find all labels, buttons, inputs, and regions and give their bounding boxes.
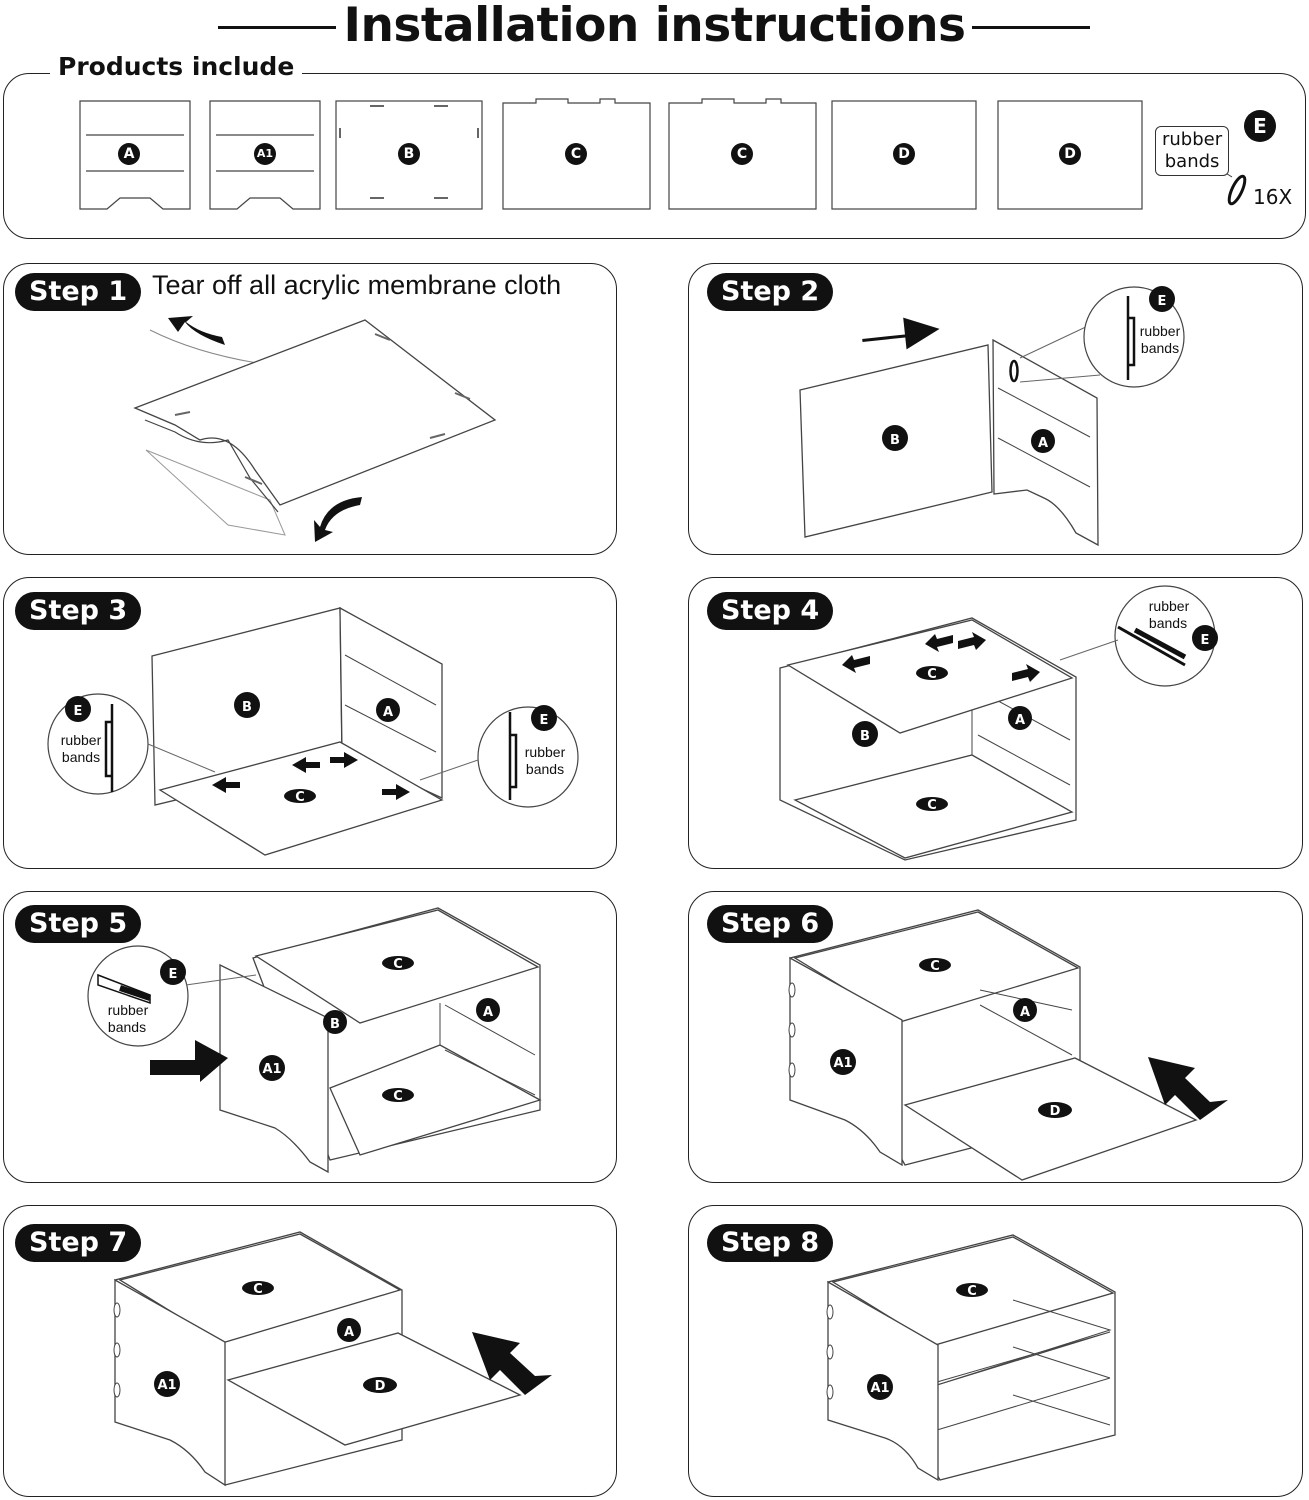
title-rule-left <box>218 26 336 29</box>
letter-a: A <box>483 1005 493 1020</box>
callout-line2: bands <box>108 1019 146 1035</box>
callout-badge: E <box>1201 633 1210 648</box>
callout-line1: rubber <box>1140 323 1181 339</box>
callout-line1: rubber <box>108 1002 149 1018</box>
letter-c-bottom: C <box>927 798 937 813</box>
letter-b: B <box>242 700 252 715</box>
step-5-label: Step 5 <box>15 905 142 943</box>
part-badge-c1: C <box>565 143 587 165</box>
step-2-label: Step 2 <box>707 273 834 311</box>
push-arrow <box>150 1040 228 1082</box>
letter-c: C <box>967 1284 977 1299</box>
letter-a: A <box>344 1325 354 1340</box>
peel-arrow-top <box>168 316 225 345</box>
letter-a: A <box>1015 713 1025 728</box>
letter-a1: A1 <box>157 1378 176 1393</box>
step-3-label: Step 3 <box>15 592 142 630</box>
callout-left-line2: bands <box>62 749 100 765</box>
callout-left-line1: rubber <box>61 732 102 748</box>
rubber-label-line2: bands <box>1164 151 1220 172</box>
part-badge-c2: C <box>731 143 753 165</box>
rubber-band-count: 16X <box>1253 185 1293 209</box>
letter-a1: A1 <box>870 1381 889 1396</box>
letter-a: A <box>1038 436 1048 451</box>
push-arrow <box>1148 1057 1228 1120</box>
callout-line2: bands <box>1141 340 1179 356</box>
step-1-label: Step 1 <box>15 273 142 311</box>
callout-badge: E <box>169 967 178 982</box>
step-1-caption: Tear off all acrylic membrane cloth <box>152 270 562 300</box>
rubber-bands-label: rubber bands <box>1155 126 1230 176</box>
part-badge-a1: A1 <box>254 143 276 165</box>
letter-c: C <box>295 790 305 805</box>
letter-a1: A1 <box>262 1062 281 1077</box>
title-rule-right <box>972 26 1090 29</box>
letter-b: B <box>890 433 900 448</box>
push-arrow <box>862 317 940 350</box>
step-6-label: Step 6 <box>707 905 834 943</box>
part-badge-e: E <box>1244 110 1276 142</box>
part-badge-a: A <box>118 143 140 165</box>
step-7-label: Step 7 <box>15 1224 142 1262</box>
step-8-label: Step 8 <box>707 1224 834 1262</box>
rubber-band-icon <box>1227 174 1247 206</box>
part-badge-d2: D <box>1059 143 1081 165</box>
letter-d: D <box>375 1379 386 1394</box>
letter-c-top: C <box>393 957 403 972</box>
letter-a: A <box>1020 1005 1030 1020</box>
peel-arrow-bottom <box>314 497 362 542</box>
letter-a1: A1 <box>833 1056 852 1071</box>
rubber-label-line1: rubber <box>1162 129 1223 150</box>
step-4-label: Step 4 <box>707 592 834 630</box>
part-badge-d1: D <box>893 143 915 165</box>
callout-right-line1: rubber <box>525 744 566 760</box>
push-arrow <box>472 1332 552 1395</box>
callout-line1: rubber <box>1149 598 1190 614</box>
callout-badge: E <box>1158 294 1167 309</box>
letter-c-top: C <box>927 667 937 682</box>
callout-right-line2: bands <box>526 761 564 777</box>
letter-b: B <box>860 729 870 744</box>
callout-badge-right: E <box>540 713 549 728</box>
letter-d: D <box>1050 1104 1061 1119</box>
part-badge-b: B <box>398 143 420 165</box>
letter-c-bottom: C <box>393 1089 403 1104</box>
page-title: Installation instructions <box>343 0 966 53</box>
letter-b: B <box>330 1017 340 1032</box>
callout-badge-left: E <box>74 704 83 719</box>
products-label: Products include <box>50 52 303 81</box>
letter-c: C <box>930 959 940 974</box>
page-header: Installation instructions <box>0 0 1309 53</box>
callout-line2: bands <box>1149 615 1187 631</box>
letter-c: C <box>253 1282 263 1297</box>
letter-a: A <box>383 705 393 720</box>
